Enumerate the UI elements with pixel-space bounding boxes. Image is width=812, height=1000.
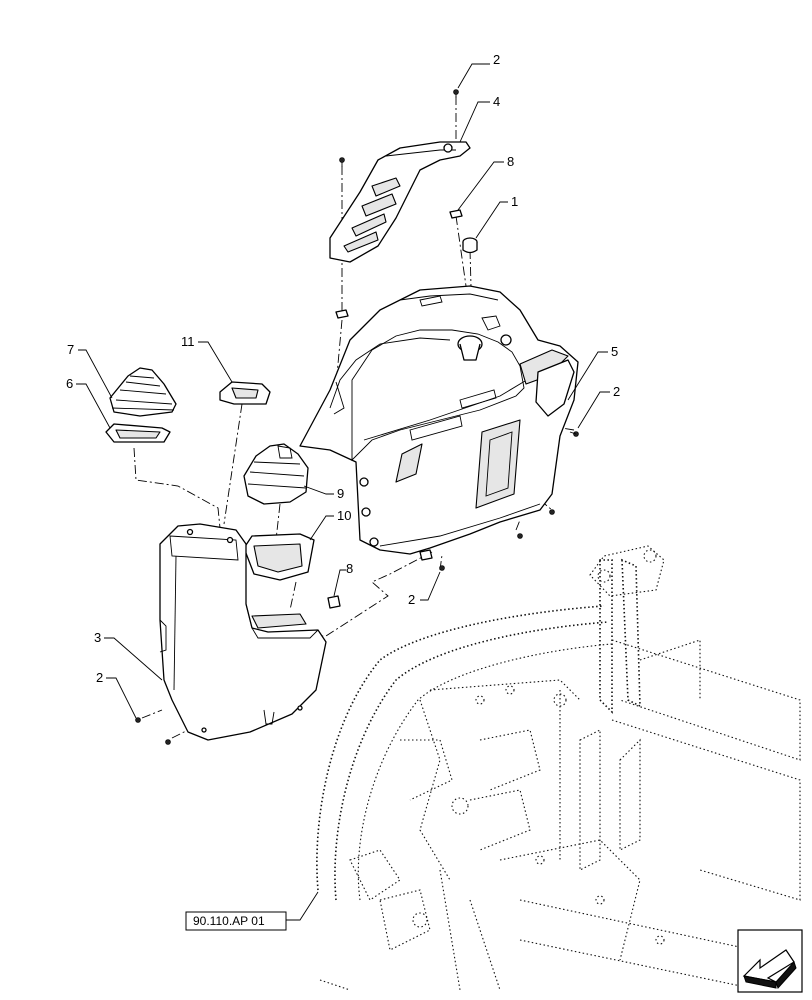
part-8-clip-top — [449, 209, 463, 219]
callout-1: 1 — [511, 194, 518, 209]
callout-2-top: 2 — [493, 52, 500, 67]
callout-8-top: 8 — [507, 154, 514, 169]
part-9-joystick-boot — [243, 443, 309, 505]
part-4-top-cover — [329, 141, 471, 263]
reference-label: 90.110.AP 01 — [193, 914, 265, 928]
leader-lines — [76, 63, 610, 921]
callout-2-right: 2 — [613, 384, 620, 399]
part-2-screw-right — [569, 431, 579, 437]
arrow-icon[interactable] — [737, 929, 803, 993]
callout-9: 9 — [337, 486, 344, 501]
callout-11: 11 — [181, 334, 195, 349]
part-2-screw-left — [135, 717, 171, 745]
part-1-plug — [462, 237, 478, 254]
part-2-screw-lower-right — [517, 509, 555, 539]
part-6-boot-frame — [105, 423, 171, 443]
callout-6: 6 — [66, 376, 73, 391]
callout-5: 5 — [611, 344, 618, 359]
part-11-frame — [219, 381, 271, 405]
callout-3: 3 — [94, 630, 101, 645]
machine-frame-ghost — [316, 545, 801, 991]
callout-8-mid: 8 — [346, 561, 353, 576]
part-2-screw-center-low — [419, 549, 445, 571]
reference-box[interactable]: 90.110.AP 01 — [185, 911, 287, 931]
part-5-main-console — [299, 285, 579, 555]
part-8-clip-mid — [327, 595, 341, 609]
part-2-screw-center — [335, 309, 349, 319]
callout-4: 4 — [493, 94, 500, 109]
callout-2-left: 2 — [96, 670, 103, 685]
part-10-joystick-frame — [243, 533, 315, 581]
part-7-boot — [109, 367, 177, 417]
part-2-screw-top-left — [339, 157, 345, 167]
part-2-screw-top — [453, 89, 459, 98]
callout-10: 10 — [337, 508, 351, 523]
callout-2-mid: 2 — [408, 592, 415, 607]
callout-labels: 2 4 8 1 5 2 7 6 11 9 10 8 2 3 2 — [66, 52, 620, 685]
part-3-lower-pedestal — [159, 523, 327, 741]
callout-7: 7 — [67, 342, 74, 357]
